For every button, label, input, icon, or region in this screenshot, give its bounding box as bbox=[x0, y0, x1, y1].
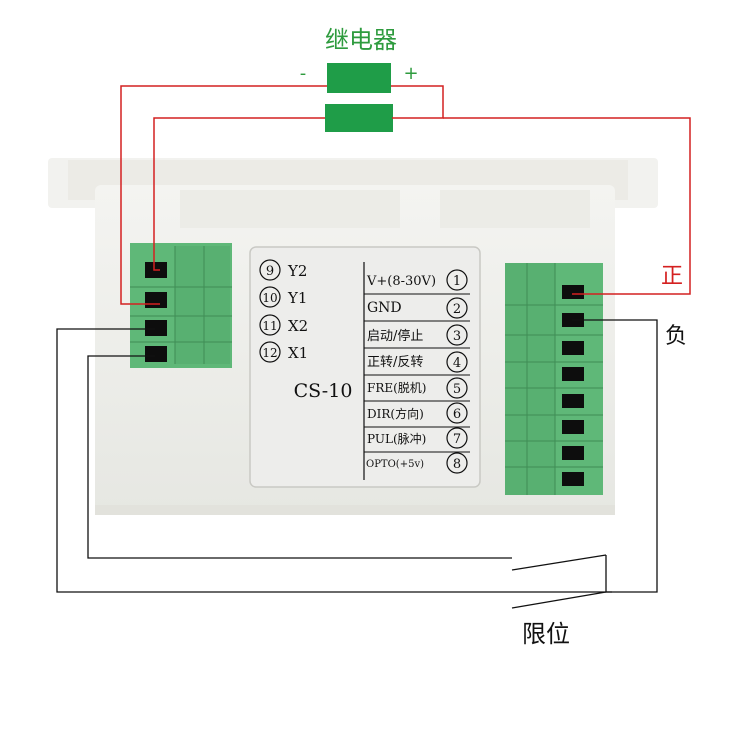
terminal-label: 正转/反转 bbox=[367, 355, 423, 370]
terminal-number-circle bbox=[446, 427, 468, 449]
terminal-screw bbox=[562, 446, 584, 460]
relay-coil bbox=[327, 63, 391, 93]
terminal-number: 12 bbox=[262, 346, 277, 360]
terminal-screw bbox=[562, 420, 584, 434]
terminal-screw bbox=[562, 367, 584, 381]
wire-x2 bbox=[56, 328, 512, 593]
terminal-label: 启动/停止 bbox=[367, 328, 423, 344]
terminal-screw bbox=[562, 472, 584, 486]
wire-negative bbox=[512, 319, 658, 593]
relay-title: 继电器 bbox=[325, 26, 397, 54]
terminal-number-circle bbox=[446, 269, 468, 291]
terminal-label: DIR(方向) bbox=[367, 406, 424, 421]
relay-minus-label: - bbox=[300, 63, 307, 84]
left-terminal-block bbox=[130, 243, 232, 368]
relay-contact bbox=[325, 104, 393, 132]
terminal-number-circle bbox=[446, 297, 468, 319]
terminal-screw bbox=[562, 341, 584, 355]
terminal-number-circle bbox=[259, 259, 281, 281]
relay-plus-label: + bbox=[403, 63, 418, 84]
terminal-screw bbox=[145, 320, 167, 336]
terminal-label: V+(8-30V) bbox=[366, 274, 436, 289]
terminal-number-circle bbox=[259, 286, 281, 308]
terminal-label: PUL(脉冲) bbox=[367, 431, 426, 446]
terminal-label: Y1 bbox=[287, 289, 307, 307]
terminal-number: 9 bbox=[266, 264, 274, 279]
negative-label: 负 bbox=[665, 324, 687, 349]
terminal-label: GND bbox=[367, 300, 402, 316]
terminal-screw bbox=[562, 394, 584, 408]
terminal-number-circle bbox=[259, 341, 281, 363]
terminal-number: 11 bbox=[262, 319, 277, 333]
left-terminal-labels: 9 Y2 10 Y1 11 X2 12 X1 bbox=[259, 259, 308, 363]
terminal-label: X2 bbox=[288, 317, 308, 335]
terminal-label: X1 bbox=[288, 344, 308, 362]
terminal-number: 5 bbox=[453, 382, 461, 397]
terminal-number-circle bbox=[259, 314, 281, 336]
terminal-number: 1 bbox=[453, 274, 461, 289]
terminal-number: 2 bbox=[453, 302, 461, 317]
terminal-number-circle bbox=[446, 377, 468, 399]
terminal-number-circle bbox=[446, 324, 468, 346]
wire-relay-contact-left bbox=[153, 117, 325, 271]
label-plate bbox=[249, 246, 481, 488]
terminal-number: 4 bbox=[453, 356, 461, 371]
terminal-screw bbox=[562, 285, 584, 299]
model-label: CS-10 bbox=[294, 380, 353, 402]
terminal-number: 6 bbox=[453, 407, 461, 422]
limit-switch bbox=[511, 554, 612, 609]
terminal-label: Y2 bbox=[287, 262, 307, 280]
terminal-label: OPTO(+5v) bbox=[366, 459, 424, 470]
terminal-number: 10 bbox=[262, 291, 277, 305]
terminal-screw bbox=[145, 346, 167, 362]
terminal-number-circle bbox=[446, 402, 468, 424]
wire-x1 bbox=[87, 355, 512, 559]
terminal-screw bbox=[145, 292, 167, 308]
terminal-number: 3 bbox=[453, 329, 461, 344]
terminal-number: 7 bbox=[453, 432, 461, 447]
wire-positive bbox=[443, 117, 691, 295]
positive-label: 正 bbox=[661, 264, 683, 289]
wire-relay-minus bbox=[120, 85, 327, 305]
terminal-number: 8 bbox=[453, 457, 461, 472]
terminal-label: FRE(脱机) bbox=[367, 380, 427, 395]
terminal-number-circle bbox=[446, 452, 468, 474]
wire-relay-plus bbox=[391, 85, 444, 119]
right-terminal-block bbox=[505, 263, 603, 495]
terminal-number-circle bbox=[446, 351, 468, 373]
right-terminal-labels: V+(8-30V) 1 GND 2 启动/停止 3 正转/反转 4 FRE(脱机… bbox=[364, 269, 470, 474]
limit-label: 限位 bbox=[522, 620, 570, 648]
